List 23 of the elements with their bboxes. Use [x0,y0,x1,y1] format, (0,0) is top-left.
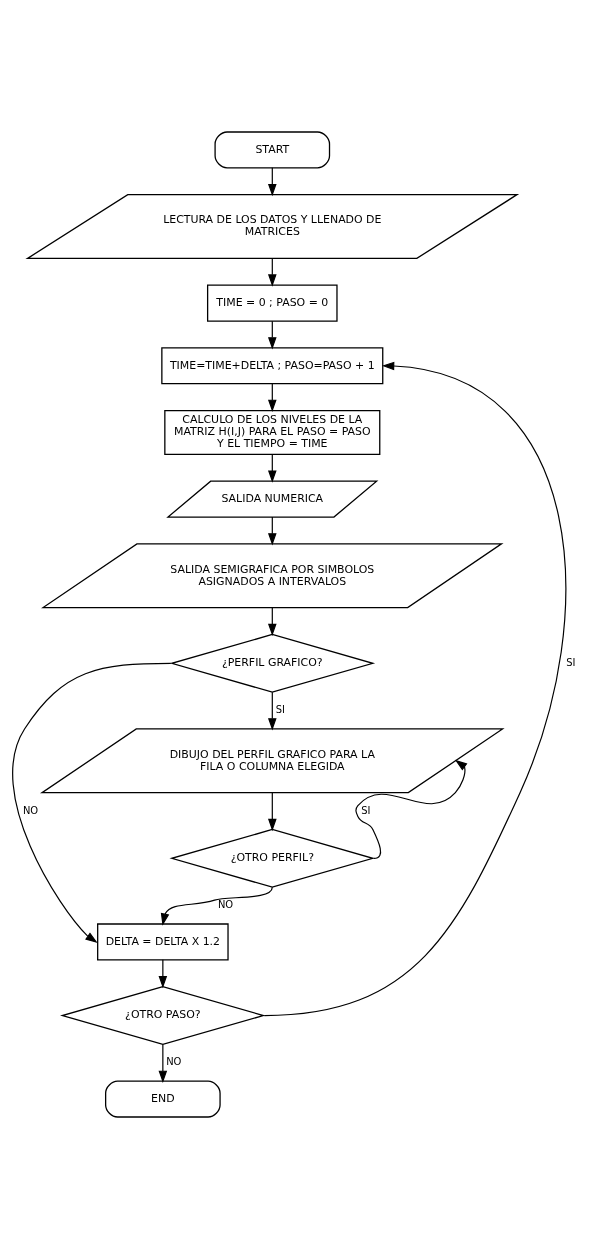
arrow [268,792,277,832]
node-box: TIME=TIME+DELTA ; PASO=PASO + 1 [161,347,384,385]
node-box: END [105,1080,221,1118]
arrow [160,886,273,926]
edge-label: SI [275,704,285,716]
arrow [355,759,468,859]
edge-label: NO [166,1056,182,1068]
arrow [158,959,168,989]
node-box: TIME = 0 ; PASO = 0 [207,284,338,322]
node-diamond: ¿OTRO PERFIL? [169,828,376,888]
node-diamond: ¿PERFIL GRAFICO? [169,633,376,693]
edge-label: SI [361,804,371,816]
edge-label: SI [566,656,576,668]
arrow [12,662,172,943]
node-box: CALCULO DE LOS NIVELES DE LA MATRIZ H(I,J) PARA EL PASO = PASO Y EL TIEMPO = TIME [164,409,381,455]
arrow [268,691,277,731]
node-box: DELTA = DELTA X 1.2 [97,923,229,961]
node-box: START [214,131,331,169]
edge-label: NO [22,804,39,816]
node-diamond: ¿OTRO PASO? [60,986,266,1046]
edge-label: NO [217,899,234,911]
arrow [263,361,567,1017]
arrow [158,1044,168,1083]
